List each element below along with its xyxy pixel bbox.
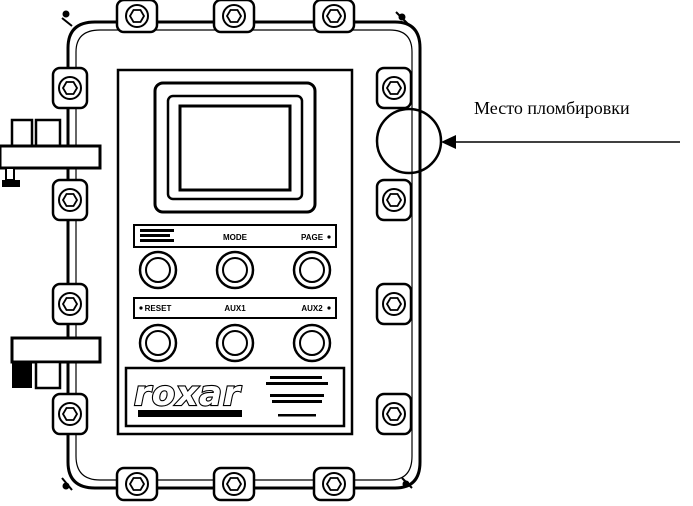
label-display-power: [140, 229, 174, 242]
bolt-right-3: [375, 282, 413, 326]
bolt-left-4: [51, 392, 89, 436]
button-display-power[interactable]: [138, 250, 178, 290]
button-reset[interactable]: [138, 323, 178, 363]
bolt-left-2: [51, 178, 89, 222]
label-mode: MODE: [223, 233, 248, 242]
display-screen: [178, 104, 292, 192]
hinge-lower: [10, 336, 102, 390]
button-mode[interactable]: [215, 250, 255, 290]
corner-tag-bottom-right: [401, 477, 413, 489]
bolt-bottom-1: [115, 466, 159, 502]
bolt-top-3: [312, 0, 356, 34]
seal-location-label: Место пломбировки: [474, 98, 630, 118]
bolt-right-4: [375, 392, 413, 436]
bolt-top-2: [212, 0, 256, 34]
corner-tag-bottom-left: [61, 477, 73, 491]
page-indicator-dot: [327, 235, 331, 239]
label-aux1: AUX1: [224, 304, 246, 313]
bolt-left-3: [51, 282, 89, 326]
bolt-bottom-3: [312, 466, 356, 502]
button-label-strip-bottom: [133, 297, 337, 319]
button-label-strip-top: [133, 224, 337, 248]
hinge-upper: [0, 118, 102, 187]
enclosure-inner-outline: [75, 29, 413, 481]
label-aux2: AUX2: [301, 304, 323, 313]
label-page: PAGE: [301, 233, 324, 242]
nameplate-text-block: [266, 376, 328, 417]
bolt-bottom-2: [212, 466, 256, 502]
callout-arrowhead: [441, 135, 456, 149]
logo-tagline-bar: [138, 410, 242, 417]
bolt-left-1: [51, 66, 89, 110]
reset-indicator-dot: [139, 306, 143, 310]
roxar-logo: roxar: [134, 374, 242, 414]
corner-tag-top-right: [395, 11, 409, 25]
button-page[interactable]: [292, 250, 332, 290]
button-aux2[interactable]: [292, 323, 332, 363]
label-reset: RESET: [145, 304, 172, 313]
seal-location-circle: [375, 107, 443, 175]
button-aux1[interactable]: [215, 323, 255, 363]
bolt-right-2: [375, 178, 413, 222]
corner-tag-top-left: [61, 10, 73, 27]
bolt-top-1: [115, 0, 159, 34]
bolt-right-1: [375, 66, 413, 110]
aux2-indicator-dot: [327, 306, 331, 310]
